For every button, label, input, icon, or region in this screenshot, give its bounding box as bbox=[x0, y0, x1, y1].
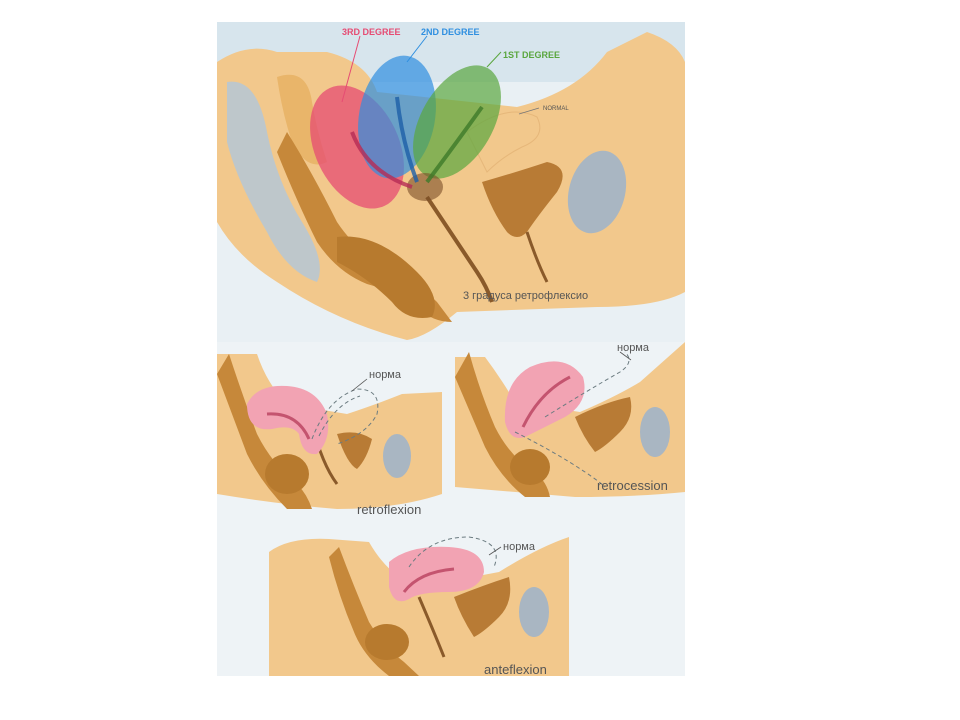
pubic-bone bbox=[567, 150, 627, 234]
label-normal: NORMAL bbox=[543, 106, 569, 112]
pubic-bone bbox=[383, 434, 411, 478]
panel-retroflexion: норма retroflexion bbox=[217, 354, 442, 517]
pubic-bone bbox=[640, 407, 670, 457]
anteflexed-uterus bbox=[389, 546, 484, 602]
label-norma: норма bbox=[617, 342, 650, 354]
bladder bbox=[337, 432, 372, 469]
caption-retrocession: retrocession bbox=[597, 478, 668, 493]
label-1st-degree: 1ST DEGREE bbox=[503, 50, 560, 60]
uterus-positions-illustration: 3RD DEGREE 2ND DEGREE 1ST DEGREE NORMAL … bbox=[217, 22, 685, 676]
panel-anteflexion: норма anteflexion bbox=[269, 536, 569, 676]
sacrum bbox=[227, 81, 320, 282]
caption-anteflexion: anteflexion bbox=[484, 662, 547, 676]
top-panel: 3RD DEGREE 2ND DEGREE 1ST DEGREE NORMAL … bbox=[217, 22, 685, 342]
bladder bbox=[575, 397, 632, 452]
top-caption: 3 градуса ретрофлексио bbox=[463, 290, 588, 302]
uterus-1st-degree bbox=[413, 65, 501, 179]
caption-retroflexion: retroflexion bbox=[357, 502, 421, 517]
bladder bbox=[454, 577, 511, 637]
label-3rd-degree: 3RD DEGREE bbox=[342, 27, 401, 37]
bladder bbox=[482, 162, 563, 237]
label-norma: норма bbox=[369, 369, 402, 381]
rectal-ampulla bbox=[337, 236, 435, 318]
panel-retrocession: норма retrocession bbox=[455, 342, 685, 497]
rectum bbox=[455, 352, 550, 497]
rectum bbox=[217, 354, 312, 509]
anatomy-figure: 3RD DEGREE 2ND DEGREE 1ST DEGREE NORMAL … bbox=[217, 22, 685, 676]
pubic-bone bbox=[519, 587, 549, 637]
label-norma: норма bbox=[503, 541, 536, 553]
label-2nd-degree: 2ND DEGREE bbox=[421, 27, 480, 37]
